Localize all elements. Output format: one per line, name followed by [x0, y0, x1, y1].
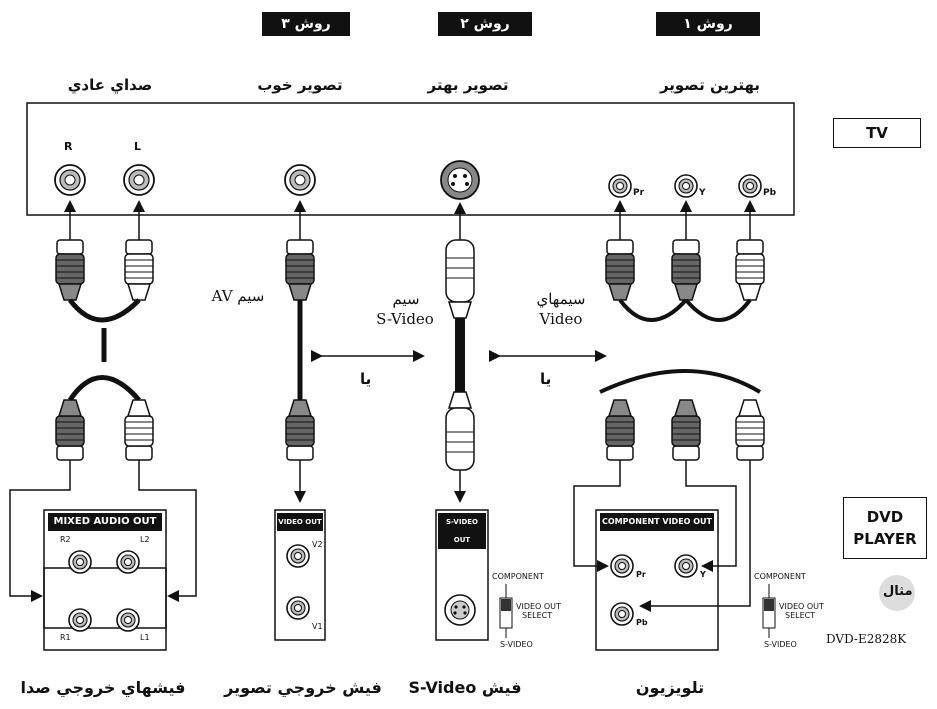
tv-jack-video [284, 164, 316, 196]
switch2-component-label: COMPONENT [754, 572, 806, 581]
switch2-select-label-1: VIDEO OUT [779, 602, 824, 611]
video-cable-label-2: Video [539, 310, 583, 328]
tv-jack-label-pr: Pr [633, 188, 645, 198]
switch2-select-label-2: SELECT [785, 611, 816, 620]
switch-svideo-label: S-VIDEO [500, 640, 533, 649]
dvd-label-line1: DVD [866, 508, 904, 526]
example-badge [879, 575, 915, 611]
video-cable-label-1: سيمهاي [536, 290, 586, 308]
dvd-label-line2: PLAYER [853, 530, 917, 548]
svideo-out-title: S-VIDEO OUT [438, 513, 486, 549]
tv-jack-audio-r [54, 164, 86, 196]
tv-jack-svideo [440, 160, 480, 200]
bottom-label-video: فيش خروجي تصوير [224, 678, 382, 697]
tv-jack-pb [738, 174, 762, 198]
method-2-heading: تصوير بهتر [427, 76, 509, 94]
or-label-1: يا [360, 370, 372, 388]
jack-label-pb: Pb [636, 618, 648, 627]
tv-jack-audio-l [123, 164, 155, 196]
bottom-label-tv: تلويزيون [635, 678, 705, 697]
jack-label-l1: L1 [140, 633, 150, 642]
bottom-label-svideo: فيش S-Video [408, 678, 522, 697]
method-3-tab: روش ٣ [262, 12, 350, 36]
av-cable [285, 239, 315, 461]
audio-heading: صداي عادي [67, 76, 153, 94]
mixed-audio-out-title: MIXED AUDIO OUT [48, 513, 162, 531]
jack-label-y: Y [700, 570, 706, 579]
switch2-svideo-label: S-VIDEO [764, 640, 797, 649]
tv-jack-label-r: R [64, 140, 73, 153]
tv-label: TV [833, 118, 921, 148]
jack-label-r2: R2 [60, 535, 71, 544]
dvd-player-label: DVD PLAYER [843, 497, 927, 559]
tv-panel [26, 102, 795, 216]
model-label: DVD-E2828K [826, 632, 907, 646]
tv-jack-label-y: Y [699, 188, 706, 198]
svideo-cable [445, 239, 475, 471]
video-out-title: VIDEO OUT [277, 513, 323, 531]
mixed-audio-panel [43, 509, 167, 651]
component-out-panel [595, 509, 719, 651]
switch-select-label-2: SELECT [522, 611, 553, 620]
jack-label-r1: R1 [60, 633, 71, 642]
method-1-heading: بهترين تصوير [659, 76, 761, 94]
tv-jack-label-l: L [134, 140, 142, 153]
tv-jack-pr [608, 174, 632, 198]
video-out-panel [274, 509, 326, 641]
audio-cable [55, 239, 154, 461]
component-cable [599, 239, 765, 461]
component-video-out-title: COMPONENT VIDEO OUT [600, 513, 714, 531]
switch-component-label: COMPONENT [492, 572, 544, 581]
svideo-cable-label-2: S-Video [376, 310, 434, 328]
jack-label-l2: L2 [140, 535, 150, 544]
switch-select-label-1: VIDEO OUT [516, 602, 561, 611]
tv-jack-label-pb: Pb [763, 188, 777, 198]
tv-jack-y [674, 174, 698, 198]
bottom-label-audio: فيشهاي خروجي صدا [20, 678, 186, 697]
method-1-tab: روش ١ [656, 12, 760, 36]
or-label-2: يا [540, 370, 552, 388]
jack-label-pr: Pr [636, 570, 646, 579]
method-3-heading: تصوير خوب [257, 76, 343, 94]
svideo-cable-label-1: سيم [392, 290, 420, 308]
av-cable-label: سيم AV [211, 287, 265, 305]
jack-label-v2: V2 [312, 540, 323, 549]
method-2-tab: روش ٢ [438, 12, 532, 36]
jack-label-v1: V1 [312, 622, 323, 631]
example-label: مثال [883, 584, 913, 599]
